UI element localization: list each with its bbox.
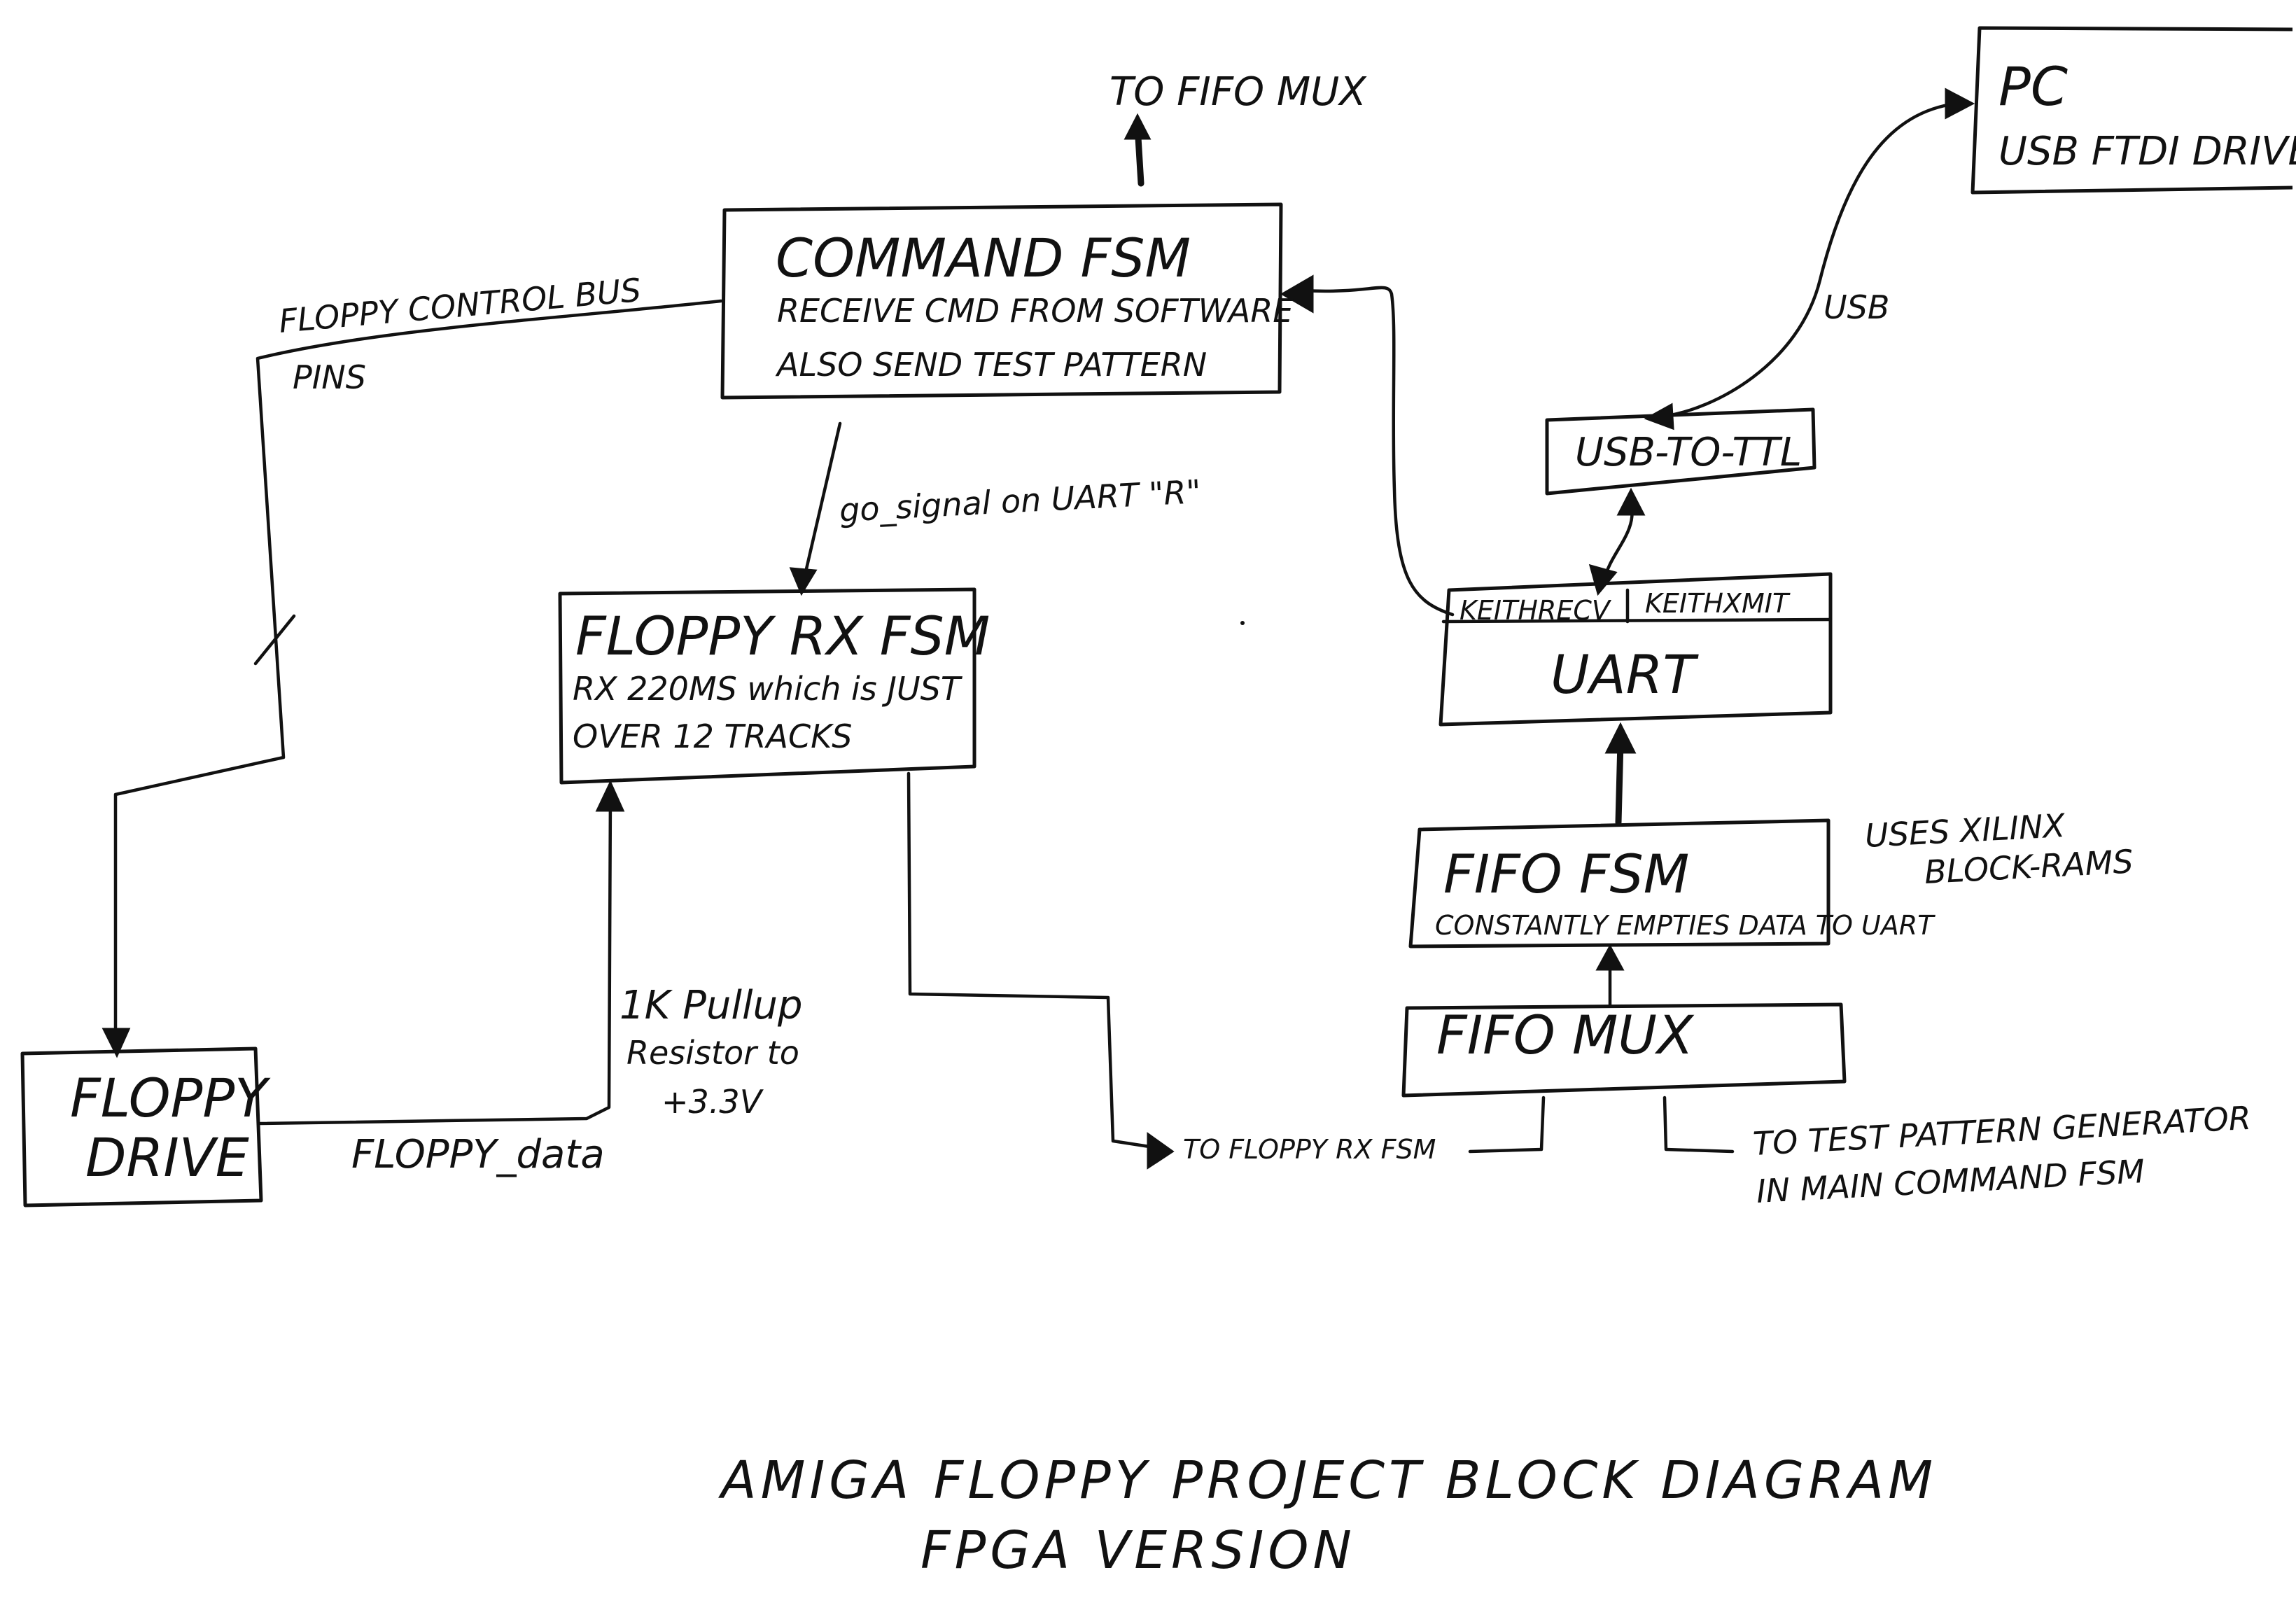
diagram-title-line2: FPGA VERSION bbox=[920, 1520, 1356, 1581]
uart-usb-ttl-link bbox=[1588, 487, 1646, 596]
to-test-pattern-label-2: IN MAIN COMMAND FSM bbox=[1756, 1152, 2146, 1210]
to-floppy-rx-fsm-label: TO FLOPPY RX FSM bbox=[1183, 1134, 1436, 1165]
to-test-pattern-label-1: TO TEST PATTERN GENERATOR bbox=[1752, 1099, 2252, 1163]
floppy-rx-fsm-block: FLOPPY RX FSM RX 220MS which is JUST OVE… bbox=[558, 587, 990, 785]
pullup-label-3: +3.3V bbox=[662, 1083, 764, 1121]
go-signal-label: go_signal on UART "R" bbox=[839, 472, 1202, 529]
fifo-mux-label: FIFO MUX bbox=[1436, 1004, 1695, 1066]
uart-port-keithrecv: KEITHRECV bbox=[1460, 595, 1612, 626]
to-fifo-mux-arrow bbox=[1124, 113, 1152, 187]
to-floppy-rx-fsm-wire bbox=[906, 771, 1175, 1170]
to-fifo-mux-label: TO FIFO MUX bbox=[1110, 69, 1367, 115]
floppy-control-bus-label: FLOPPY CONTROL BUS bbox=[277, 271, 642, 340]
command-fsm-title: COMMAND FSM bbox=[776, 227, 1191, 289]
fifo-fsm-line1: CONSTANTLY EMPTIES DATA TO UART bbox=[1435, 910, 1935, 941]
fifo-fsm-to-uart-arrow bbox=[1604, 722, 1637, 826]
usb-link bbox=[1644, 88, 1975, 430]
command-fsm-block: COMMAND FSM RECEIVE CMD FROM SOFTWARE AL… bbox=[720, 202, 1293, 400]
uart-port-keithxmit: KEITHXMIT bbox=[1645, 588, 1791, 619]
uart-to-command-fsm-wire bbox=[1280, 274, 1455, 617]
diagram-title-line1: AMIGA FLOPPY PROJECT BLOCK DIAGRAM bbox=[718, 1450, 1937, 1511]
floppy-rx-fsm-line1: RX 220MS which is JUST bbox=[573, 670, 963, 708]
floppy-drive-block: FLOPPY DRIVE bbox=[20, 1046, 271, 1208]
usb-to-ttl-label: USB-TO-TTL bbox=[1575, 430, 1802, 475]
fifo-fsm-block: FIFO FSM CONSTANTLY EMPTIES DATA TO UART bbox=[1408, 818, 1935, 948]
fifo-mux-input-right bbox=[1662, 1096, 1735, 1154]
fifo-mux-block: FIFO MUX bbox=[1401, 1002, 1847, 1098]
pullup-label-1: 1K Pullup bbox=[620, 983, 803, 1028]
usb-label: USB bbox=[1823, 288, 1889, 326]
pc-line1: USB FTDI DRIVERS bbox=[1998, 129, 2296, 174]
command-fsm-line1: RECEIVE CMD FROM SOFTWARE bbox=[777, 292, 1293, 330]
fifo-mux-input-left bbox=[1468, 1096, 1546, 1154]
floppy-control-bus-wire bbox=[102, 299, 723, 1058]
floppy-drive-line2: DRIVE bbox=[85, 1126, 249, 1189]
pc-block: PC USB FTDI DRIVERS bbox=[1970, 26, 2296, 195]
uart-block: KEITHRECV KEITHXMIT UART bbox=[1438, 572, 1833, 727]
usb-to-ttl-block: USB-TO-TTL bbox=[1545, 407, 1816, 496]
floppy-data-label: FLOPPY_data bbox=[351, 1132, 605, 1177]
command-fsm-line2: ALSO SEND TEST PATTERN bbox=[775, 346, 1207, 384]
floppy-drive-line1: FLOPPY bbox=[70, 1067, 271, 1129]
pc-title: PC bbox=[1998, 55, 2068, 118]
pullup-label-2: Resistor to bbox=[626, 1034, 799, 1072]
floppy-data-wire bbox=[258, 780, 625, 1126]
uart-label: UART bbox=[1550, 643, 1699, 706]
pins-label: PINS bbox=[293, 358, 366, 396]
floppy-rx-fsm-line2: OVER 12 TRACKS bbox=[573, 718, 853, 755]
stray-dot bbox=[1240, 621, 1245, 625]
floppy-rx-fsm-title: FLOPPY RX FSM bbox=[575, 605, 990, 667]
fifo-fsm-title: FIFO FSM bbox=[1443, 843, 1689, 905]
go-signal-wire bbox=[789, 421, 842, 596]
fifo-mux-to-fifo-fsm-arrow bbox=[1595, 944, 1625, 1007]
